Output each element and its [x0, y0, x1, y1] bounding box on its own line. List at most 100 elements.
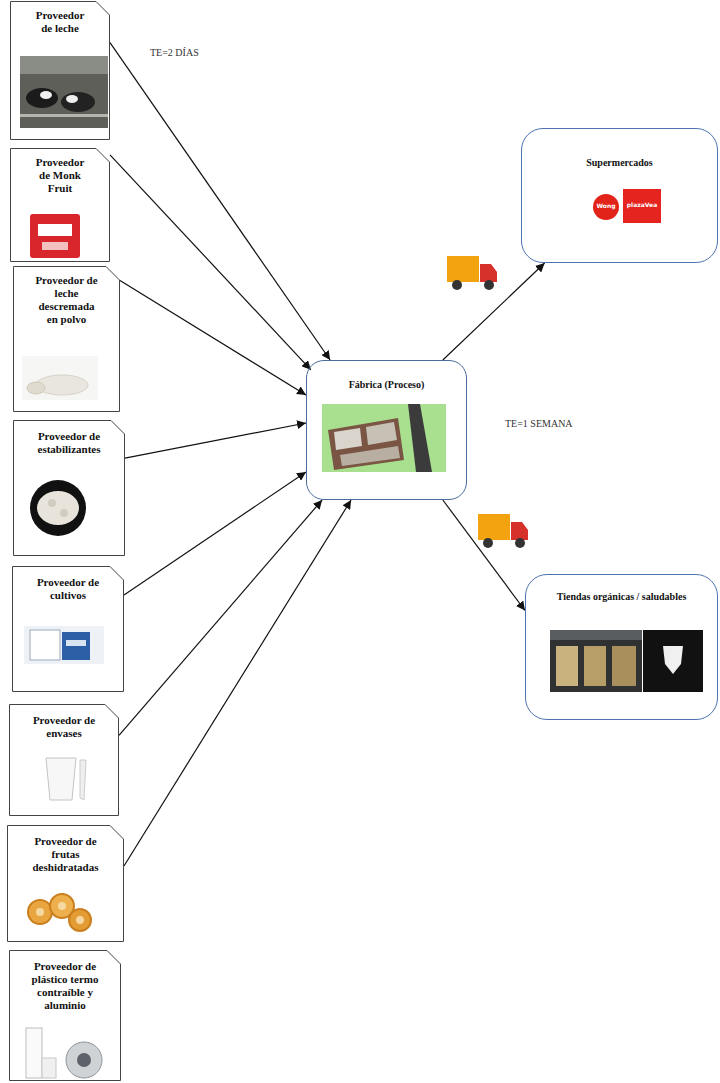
supplier-box: Proveedor de frutas deshidratadas [7, 825, 124, 942]
factory-plan [322, 404, 446, 472]
supplier-box: Proveedor de Monk Fruit [10, 148, 110, 262]
document-outline [8, 826, 124, 942]
truck-cab [511, 522, 528, 540]
cow [61, 92, 95, 112]
supplier-box: Proveedor de leche [10, 1, 110, 140]
bag [30, 214, 80, 258]
flow-arrow [443, 500, 525, 611]
node-title: Proveedor de leche descremada en polvo [34, 274, 100, 326]
truck-icon [478, 514, 528, 548]
logo-text: Wong [593, 203, 619, 210]
box [30, 630, 60, 660]
node-title: Proveedor de estabilizantes [24, 430, 114, 456]
node-title: Proveedor de frutas deshidratadas [21, 835, 111, 874]
store-logo [643, 630, 703, 692]
room [334, 428, 362, 450]
spoon [27, 382, 45, 394]
aluminium-roll [66, 1042, 102, 1078]
store-window [584, 646, 606, 686]
slice-core [36, 908, 44, 916]
storefront [550, 630, 642, 692]
node-title: Proveedor de envases [19, 714, 109, 740]
fruit-slice [28, 900, 52, 924]
wheel [515, 538, 525, 548]
powder [37, 491, 79, 525]
wong-logo [593, 194, 619, 220]
film-roll [26, 1028, 42, 1078]
lead-time-label: TE=1 SEMANA [505, 418, 605, 429]
cow-spot [40, 91, 52, 99]
node-title: Proveedor de Monk Fruit [29, 156, 91, 195]
stabilizer-powder [30, 480, 86, 536]
rail [20, 114, 108, 117]
bag-band [42, 242, 68, 250]
flow-arrow [443, 263, 545, 360]
sachet-label [66, 640, 86, 646]
node-title: Proveedor de cultivos [23, 576, 113, 602]
node-title: Fábrica (Proceso) [317, 379, 457, 391]
flow-arrow [110, 155, 311, 370]
supplier-box: Proveedor de leche descremada en polvo [13, 266, 120, 412]
truck-cargo [478, 514, 510, 540]
document-outline [11, 2, 110, 140]
supplier-box: Proveedor de estabilizantes [13, 420, 125, 556]
room [340, 446, 400, 466]
sachet [62, 632, 90, 660]
cows-photo [20, 56, 108, 128]
cultures-pack [24, 626, 104, 664]
document-outline [14, 421, 125, 556]
wheel [484, 280, 494, 290]
supplier-box: Proveedor de cultivos [12, 566, 124, 692]
document-outline [14, 267, 120, 412]
store-photos [550, 630, 703, 692]
flow-arrow [125, 423, 306, 458]
supplier-box: Proveedor de envases [9, 704, 119, 816]
cup-body [46, 758, 76, 800]
document-outline [10, 705, 119, 816]
document-outline [10, 951, 121, 1081]
document-outline [11, 149, 110, 262]
store-emblem [663, 646, 683, 674]
node-title: Proveedor de leche [29, 9, 91, 35]
road [408, 404, 432, 472]
node-title: Tiendas orgánicas / saludables [547, 591, 697, 603]
document-outline [10, 1, 110, 140]
supplier-box: Proveedor de plástico termo contraíble y… [9, 950, 121, 1081]
milk-powder [22, 356, 98, 400]
logo-text: plazaVea [623, 202, 661, 209]
roll-core [77, 1053, 91, 1067]
photo-ground [20, 56, 108, 128]
bag-label [38, 224, 72, 236]
room [366, 422, 397, 445]
film-rolls [26, 1028, 102, 1078]
slice-core [58, 902, 66, 910]
wheel [483, 538, 493, 548]
document-outline [13, 567, 124, 692]
film-sheet [42, 1058, 56, 1078]
barn-roof [20, 56, 108, 74]
node-title: Supermercados [535, 157, 705, 169]
store-window [612, 646, 636, 686]
truck-icon [447, 256, 497, 290]
flow-arrow [124, 472, 306, 595]
customer-box: Supermercados [521, 128, 718, 263]
supermarket-logos [593, 189, 661, 223]
lid [80, 760, 86, 800]
dried-fruit [28, 894, 91, 931]
monk-fruit-bag [30, 214, 80, 258]
process-box: Fábrica (Proceso) [306, 360, 467, 500]
fruit-slice [69, 909, 91, 931]
flow-arrow [110, 43, 330, 360]
customer-box: Tiendas orgánicas / saludables [525, 574, 718, 720]
slice-core [76, 916, 84, 924]
cow [26, 88, 58, 108]
flow-arrow [119, 500, 322, 735]
plate [30, 480, 86, 536]
truck-cab [480, 264, 497, 282]
wheel [452, 280, 462, 290]
photo-ground [22, 356, 98, 400]
plazavea-logo [623, 189, 661, 223]
grain [60, 509, 68, 517]
grain [48, 499, 56, 507]
